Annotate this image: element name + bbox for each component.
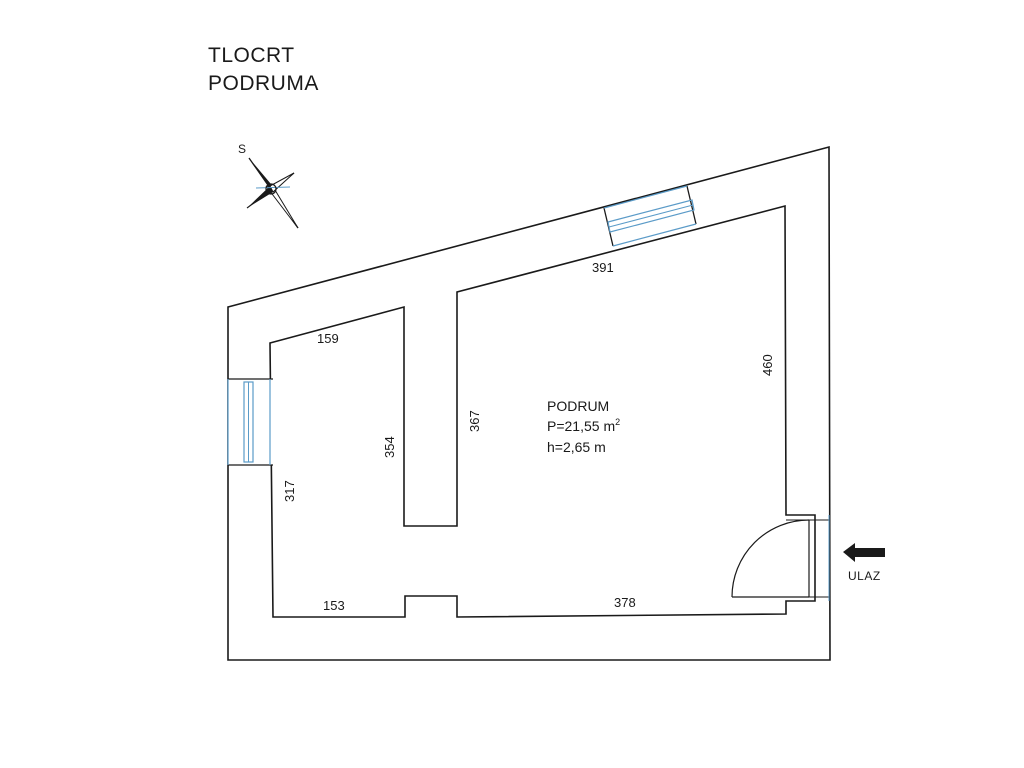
compass-label: S (238, 142, 246, 156)
dimension-top-large: 391 (592, 260, 614, 275)
dimension-top-small: 159 (317, 331, 339, 346)
dimension-right: 460 (760, 354, 775, 376)
entrance-arrow-icon (843, 543, 885, 562)
plan-title-line-1: TLOCRT (208, 44, 295, 67)
left-window (227, 378, 273, 466)
dimension-bottom-left: 153 (323, 598, 345, 613)
room-area: P=21,55 m2 (547, 417, 620, 434)
top-window (603, 185, 697, 247)
entrance-door (731, 515, 830, 601)
dimension-inner-left-of-wall: 354 (382, 436, 397, 458)
room-name: PODRUM (547, 398, 609, 414)
inner-wall-outline (269, 204, 816, 618)
entrance-label: ULAZ (848, 569, 881, 583)
plan-title: TLOCRT PODRUMA (208, 42, 319, 98)
dimension-inner-right-of-wall: 367 (467, 410, 482, 432)
outer-wall (227, 145, 831, 661)
dimension-left: 317 (282, 480, 297, 502)
dimension-bottom-right: 378 (614, 595, 636, 610)
compass-rose-icon: S (238, 142, 299, 229)
room-height: h=2,65 m (547, 439, 606, 455)
plan-title-line-2: PODRUMA (208, 72, 319, 95)
room-label: PODRUM P=21,55 m2 h=2,65 m (547, 398, 620, 455)
